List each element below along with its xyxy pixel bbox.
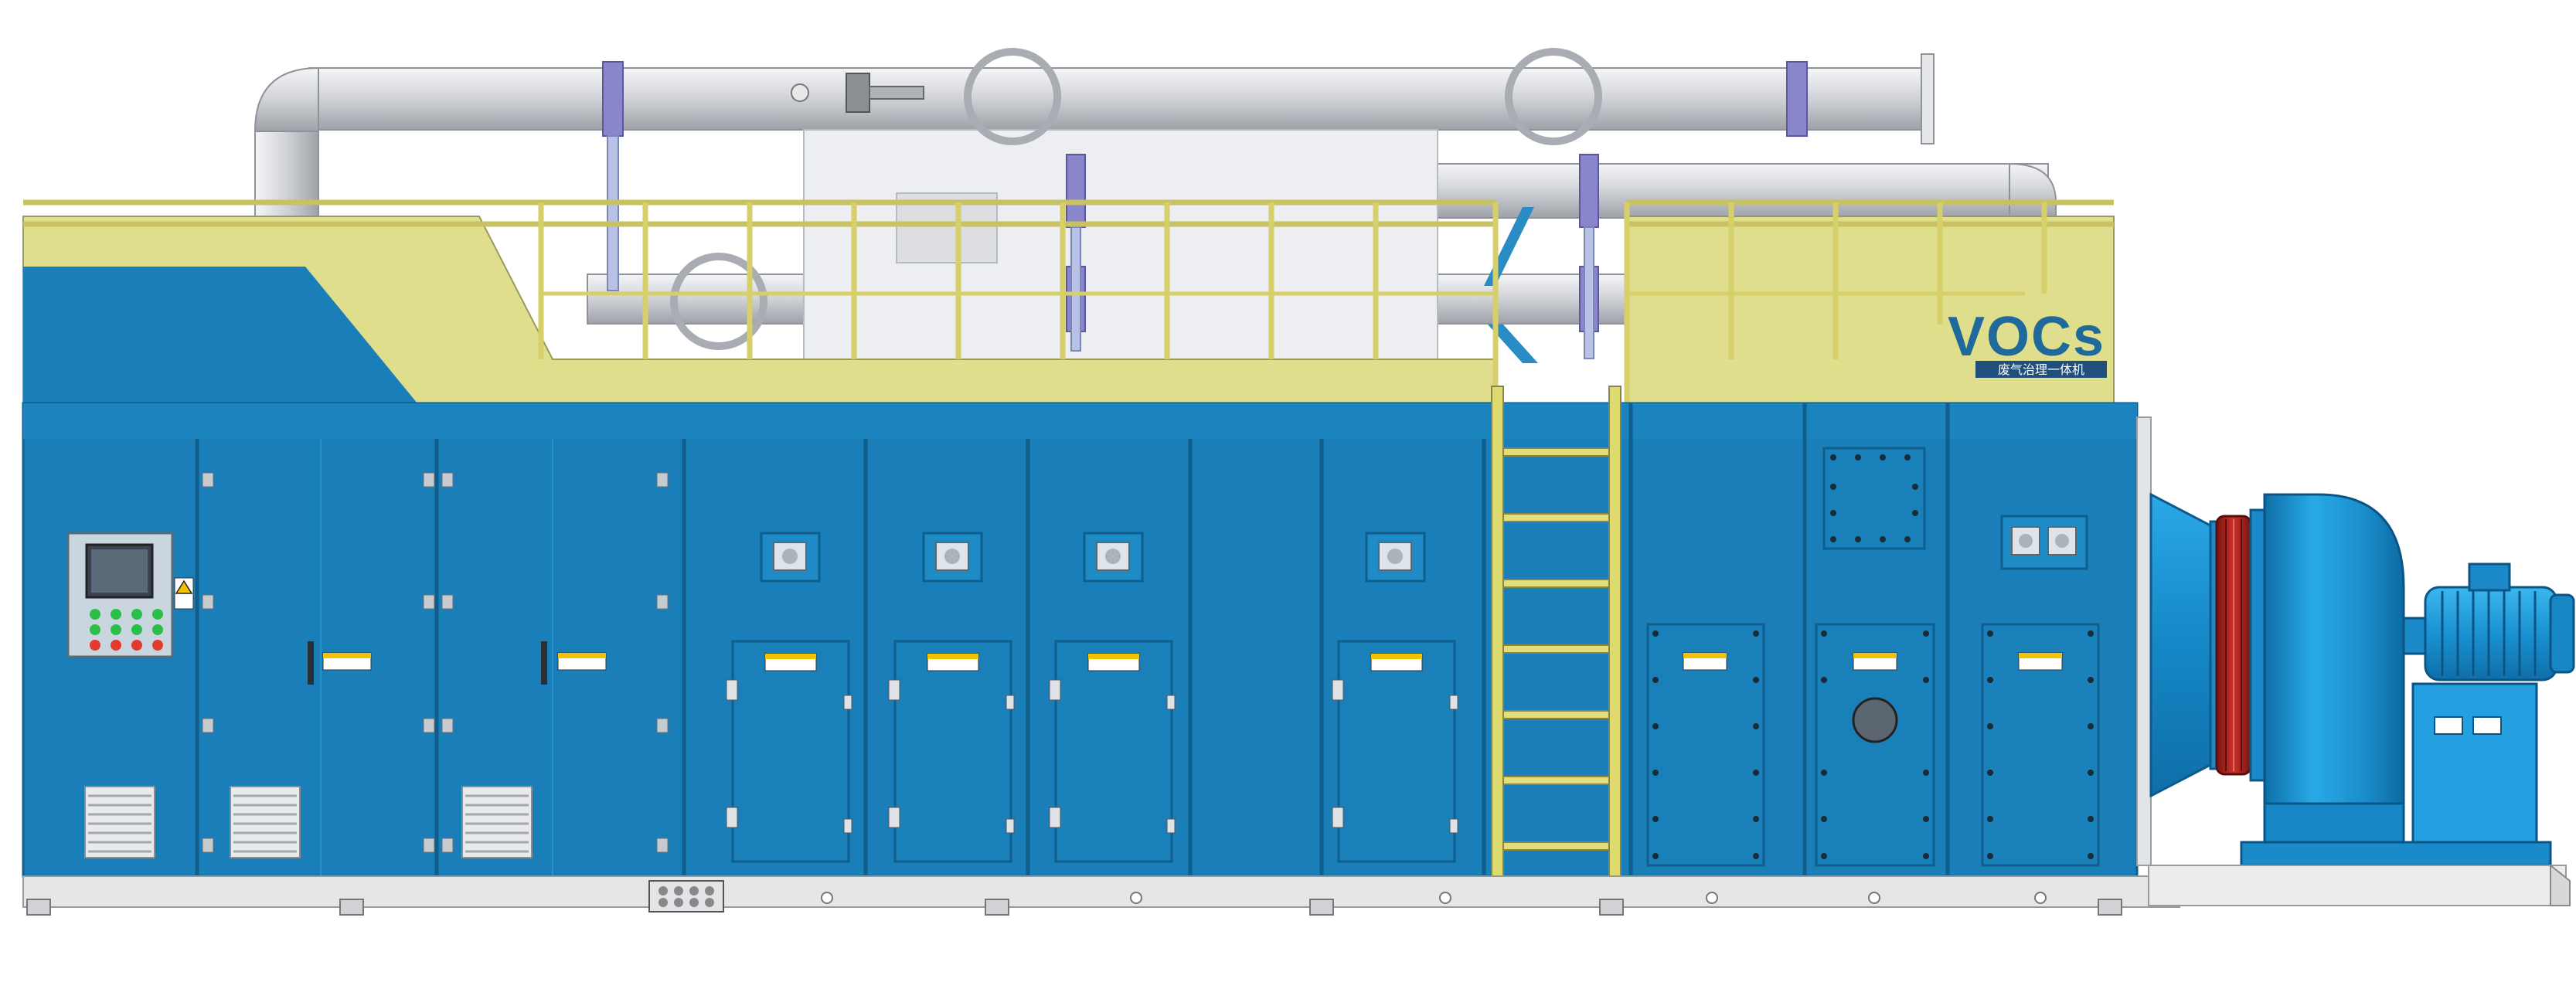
- piping-system: [254, 48, 2057, 363]
- access-ladder: [1491, 386, 1621, 902]
- bolted-access-panel[interactable]: [1646, 623, 1765, 867]
- access-door[interactable]: [1337, 640, 1456, 863]
- logo-text: VOCs: [1948, 306, 2105, 368]
- access-door[interactable]: [893, 640, 1012, 863]
- pipe-flange: [1505, 48, 1602, 145]
- warning-sign-icon: [174, 577, 194, 610]
- inlet-cone: [2149, 492, 2212, 798]
- deck-blue-panel: [23, 267, 417, 403]
- indicator-lights: [90, 609, 163, 651]
- flexible-bellows-icon: [2215, 515, 2252, 776]
- door-labels: [322, 652, 607, 671]
- bolted-hatch[interactable]: [1822, 447, 1926, 550]
- upper-deck: VOCs 废气治理一体机: [22, 199, 2115, 404]
- motor-pedestal: [2411, 682, 2538, 867]
- brand-logo: VOCs 废气治理一体机: [1948, 306, 2107, 378]
- access-door[interactable]: [731, 640, 850, 863]
- vent-louver: [230, 786, 301, 858]
- inspection-window-icon: [760, 532, 821, 583]
- inspection-window-icon: [1083, 532, 1144, 583]
- electric-motor-icon: [2424, 562, 2575, 681]
- door-handles: [308, 641, 547, 685]
- inspection-window-icon: [922, 532, 983, 583]
- door-latches: [726, 679, 1458, 834]
- logo-subtitle: 废气治理一体机: [1998, 362, 2084, 377]
- access-door[interactable]: [1054, 640, 1173, 863]
- control-panel[interactable]: [66, 532, 174, 658]
- pipe-flange: [964, 48, 1061, 145]
- bolted-access-panel[interactable]: [1981, 623, 2100, 867]
- main-cabinet: [22, 402, 2139, 878]
- vent-louver: [84, 786, 155, 858]
- vent-louver: [461, 786, 533, 858]
- hinges: [202, 472, 669, 853]
- logo-subtitle-bar: [1975, 361, 2107, 378]
- bolted-access-panel[interactable]: [1815, 623, 1935, 867]
- left-elbow: [254, 66, 319, 132]
- inspection-window-icon: [1365, 532, 1426, 583]
- top-pipe: [308, 67, 1925, 131]
- lifting-lugs: [26, 899, 2122, 916]
- terminal-ports: [648, 880, 724, 913]
- base-frame: [22, 863, 2571, 916]
- inspection-window-icon: [2000, 515, 2088, 570]
- handrail: [23, 199, 2114, 227]
- rail-posts: [538, 202, 2047, 403]
- centrifugal-fan-assembly: [2136, 416, 2575, 867]
- panel-bolts: [1652, 454, 2094, 859]
- valve-icon: [791, 73, 924, 113]
- fan-housing: [2263, 493, 2405, 844]
- port-icon: [1852, 697, 1898, 743]
